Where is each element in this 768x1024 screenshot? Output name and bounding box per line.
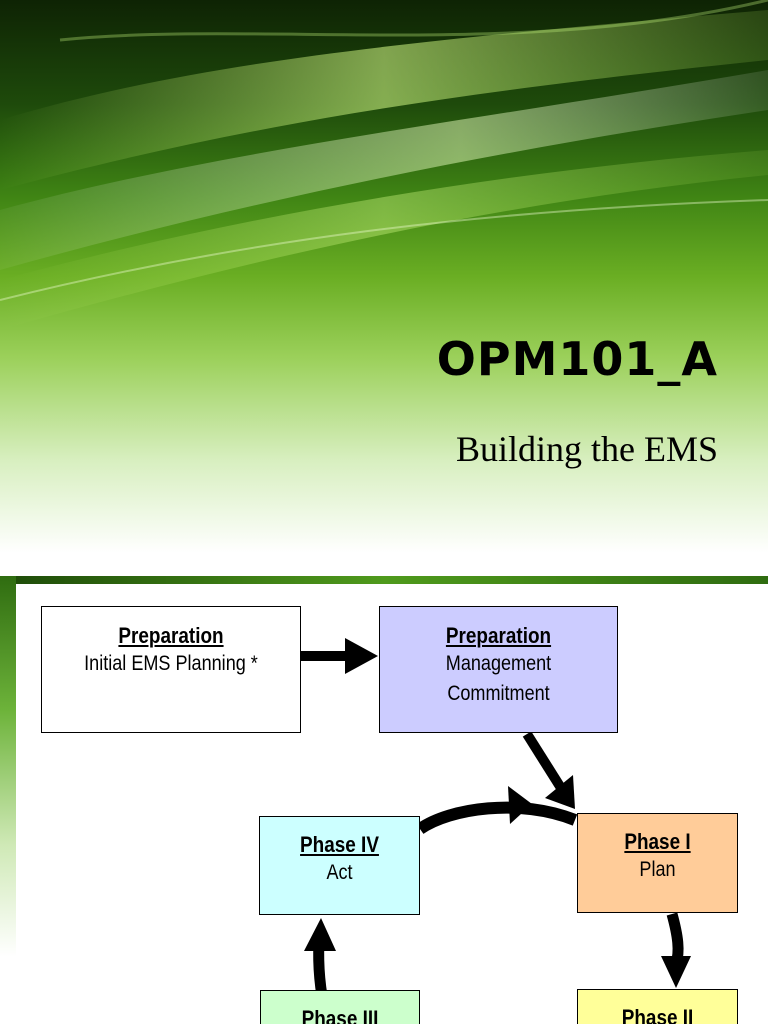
arrow-phase-1-to-phase-2 [661, 912, 691, 988]
box-header: Phase IV [300, 832, 379, 857]
box-text: Act [326, 861, 353, 884]
arrow-commitment-to-phase-1 [522, 731, 575, 809]
arrow-prep-to-prep [300, 638, 378, 674]
box-phase-4: Phase IV Act [259, 816, 420, 915]
box-text: Initial EMS Planning * [84, 652, 258, 675]
ems-diagram-slide: Preparation Initial EMS Planning * Prepa… [0, 576, 768, 1024]
box-text: Commitment [447, 682, 550, 705]
diagram-arrows [300, 638, 691, 997]
box-phase-3: Phase III [260, 990, 420, 1024]
title-slide: OPM101_A Building the EMS [0, 0, 768, 576]
arrow-phase-4-to-phase-1 [416, 786, 578, 835]
top-green-bar [0, 576, 768, 584]
box-header: Phase II [621, 1005, 694, 1024]
box-header: Phase III [301, 1006, 379, 1024]
box-header: Preparation [445, 623, 552, 648]
box-phase-1: Phase I Plan [577, 813, 738, 913]
box-text: Plan [639, 858, 676, 881]
box-preparation-management: Preparation Management Commitment [379, 606, 618, 733]
box-text: Management [445, 652, 552, 675]
arrow-phase-3-to-phase-4 [304, 918, 336, 997]
box-phase-2: Phase II [577, 989, 738, 1024]
box-header: Preparation [118, 623, 224, 648]
left-green-edge [0, 576, 16, 1024]
slide-title: OPM101_A [436, 332, 718, 386]
box-header: Phase I [624, 829, 691, 854]
slide-subtitle: Building the EMS [455, 429, 718, 469]
box-preparation-initial: Preparation Initial EMS Planning * [41, 606, 301, 733]
green-swoosh-background [0, 0, 768, 330]
